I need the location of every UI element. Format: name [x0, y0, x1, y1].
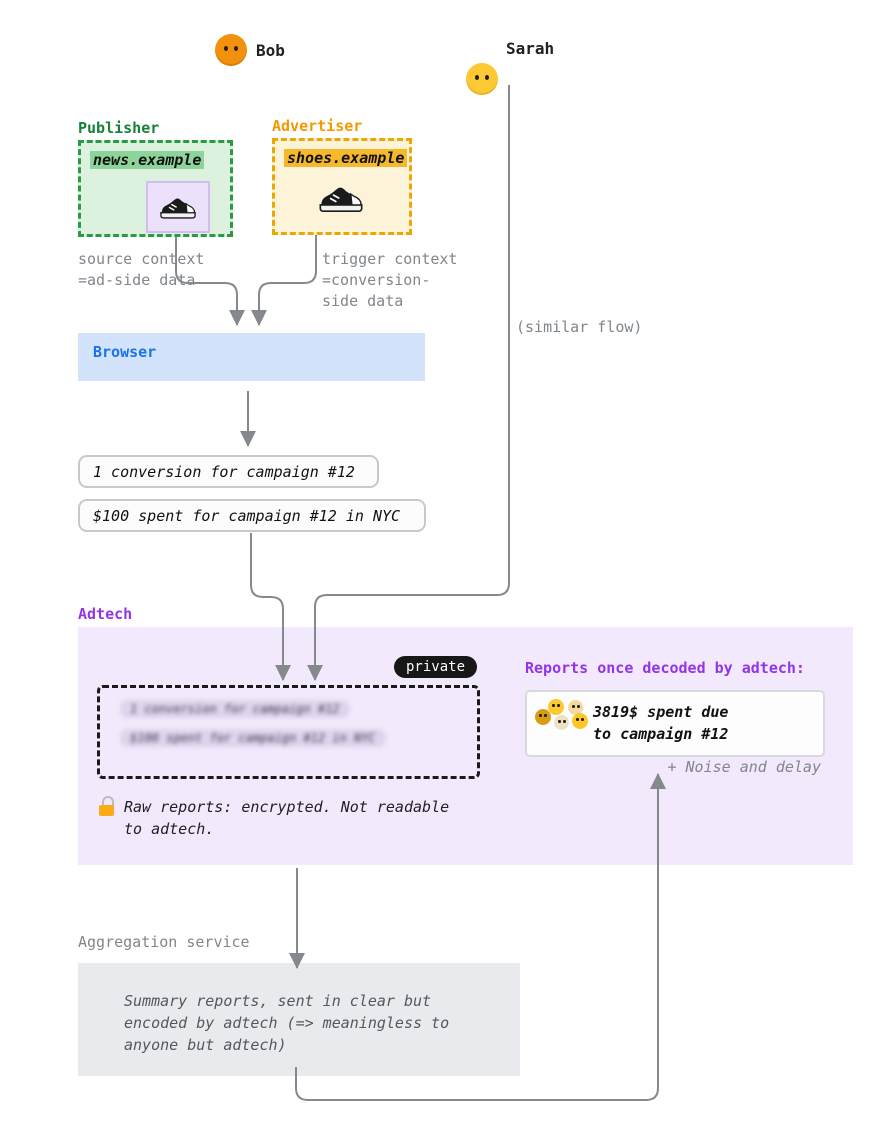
browser-label: Browser: [93, 343, 157, 361]
advertiser-box: shoes.example: [272, 138, 412, 235]
lock-icon: [99, 796, 115, 818]
person-face-icon: [568, 700, 583, 715]
private-badge: private: [394, 656, 478, 678]
publisher-label: Publisher: [78, 119, 160, 137]
sneaker-icon: [160, 198, 196, 219]
encrypted-report-1: 1 conversion for campaign #12: [120, 700, 350, 718]
sneaker-icon: [318, 183, 364, 217]
adtech-label: Adtech: [78, 605, 133, 623]
decoded-report-text: 3819$ spent due to campaign #12: [593, 703, 729, 743]
bob-avatar-icon: [215, 34, 247, 66]
person-face-icon: [554, 715, 569, 730]
browser-box: Browser: [78, 333, 425, 381]
advertiser-domain: shoes.example: [284, 149, 408, 167]
spend-report-pill: $100 spent for campaign #12 in NYC: [78, 499, 426, 532]
encrypted-reports-box: 1 conversion for campaign #12 $100 spent…: [97, 685, 480, 779]
person-face-icon: [535, 709, 551, 725]
trigger-context-note: trigger context =conversion- side data: [322, 250, 458, 310]
noise-delay-note: + Noise and delay: [667, 758, 821, 776]
person-face-icon: [548, 699, 564, 715]
actor-name-bob: Bob: [256, 41, 285, 60]
person-face-icon: [572, 713, 588, 729]
summary-reports-text: Summary reports, sent in clear but encod…: [124, 992, 450, 1054]
aggregation-service-box: Summary reports, sent in clear but encod…: [78, 963, 520, 1076]
raw-reports-note: Raw reports: encrypted. Not readable to …: [124, 798, 450, 838]
actor-name-sarah: Sarah: [506, 39, 555, 58]
decoded-report-box: 3819$ spent due to campaign #12: [525, 690, 825, 757]
arrow-advertiser-to-browser: [251, 235, 317, 326]
source-context-note: source context =ad-side data: [78, 250, 205, 289]
decoded-reports-title: Reports once decoded by adtech:: [525, 659, 805, 677]
publisher-box: news.example: [78, 140, 233, 237]
conversion-report-pill: 1 conversion for campaign #12: [78, 455, 379, 488]
advertiser-label: Advertiser: [272, 117, 363, 135]
encrypted-report-2: $100 spent for campaign #12 in NYC: [120, 729, 386, 747]
adtech-box: private 1 conversion for campaign #12 $1…: [78, 627, 853, 865]
similar-flow-note: (similar flow): [516, 318, 643, 336]
publisher-domain: news.example: [90, 151, 205, 169]
ad-creative-frame: [146, 181, 210, 233]
sarah-avatar-icon: [466, 63, 498, 95]
aggregation-service-label: Aggregation service: [78, 933, 250, 951]
